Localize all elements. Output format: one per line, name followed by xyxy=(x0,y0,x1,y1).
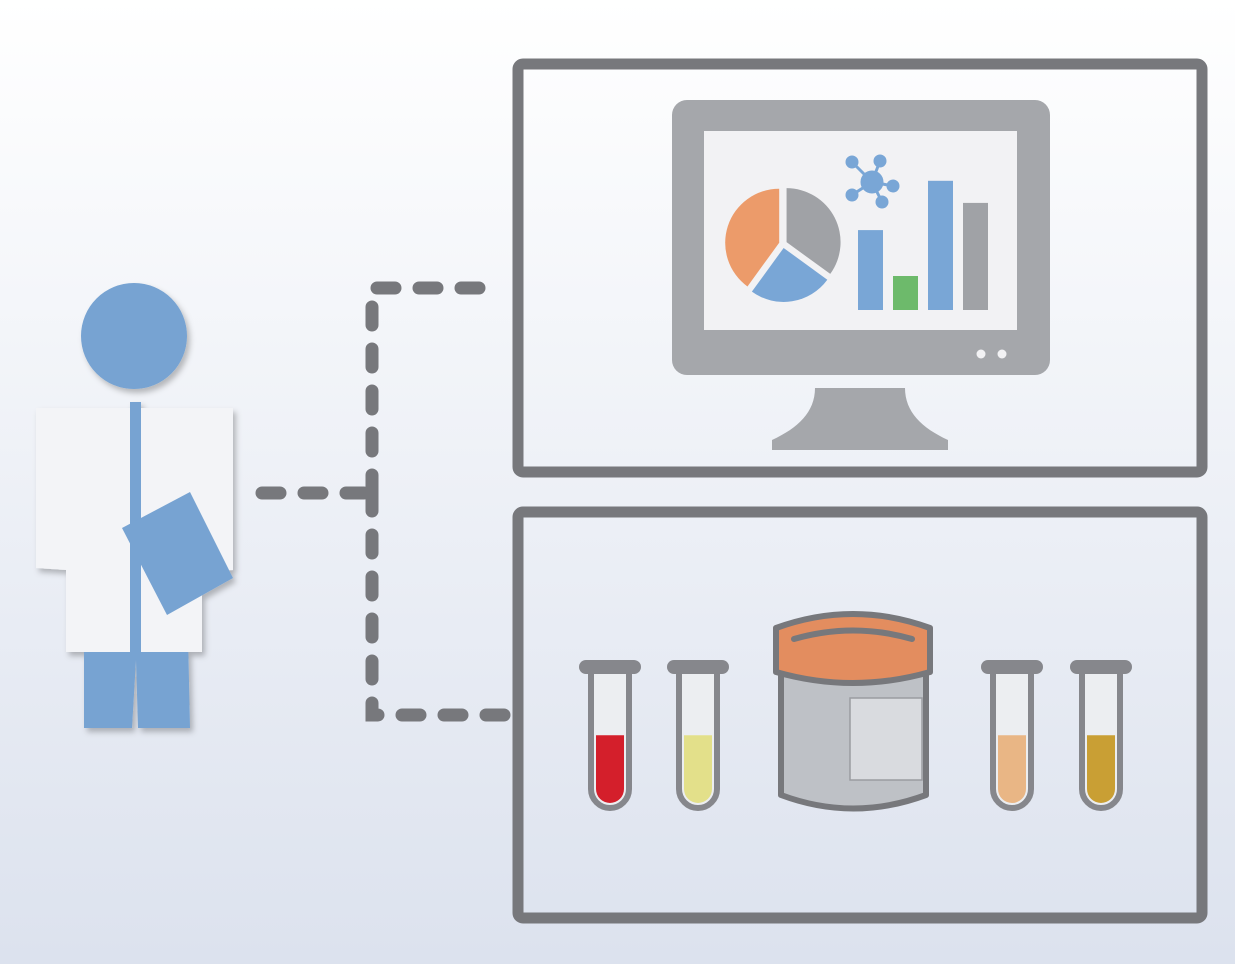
connector-lines xyxy=(255,281,519,722)
connector-to-monitor-panel xyxy=(365,281,505,500)
specimen-jar-icon xyxy=(773,611,933,812)
tube-fluid xyxy=(596,735,624,803)
tube-fluid xyxy=(684,735,712,803)
bar-chart-icon xyxy=(858,180,988,310)
tube-cap xyxy=(981,660,1043,674)
tube-cap xyxy=(667,660,729,674)
test-tube-icon xyxy=(1070,660,1132,811)
monitor-stand xyxy=(772,388,948,450)
bar xyxy=(963,202,988,310)
tube-fluid xyxy=(998,735,1026,803)
bar xyxy=(928,180,953,310)
doctor-with-clipboard-icon xyxy=(36,283,233,728)
jar-label xyxy=(849,697,923,781)
jar-lid xyxy=(773,611,933,686)
specimen-panel xyxy=(512,506,1208,924)
network-node-icon xyxy=(845,154,900,209)
bar xyxy=(893,276,918,310)
computer-monitor-icon xyxy=(672,100,1050,450)
test-tube-icon xyxy=(667,660,729,811)
pie-slice xyxy=(725,188,780,287)
pie-chart-icon xyxy=(725,188,841,302)
monitor-indicator-left xyxy=(976,349,986,359)
connector-to-specimen-panel xyxy=(365,486,519,722)
monitor-panel xyxy=(512,58,1208,478)
test-tube-icon xyxy=(579,660,641,811)
tube-cap xyxy=(1070,660,1132,674)
monitor-indicator-right xyxy=(997,349,1007,359)
bar xyxy=(858,230,883,310)
tube-fluid xyxy=(1087,735,1115,803)
person-legs xyxy=(84,635,190,728)
tube-cap xyxy=(579,660,641,674)
jar-lid-rim xyxy=(791,627,915,642)
clipboard xyxy=(122,492,233,615)
person-head xyxy=(81,283,187,389)
pie-slice xyxy=(751,247,828,302)
test-tubes xyxy=(579,660,1132,811)
pie-slice xyxy=(786,188,841,274)
test-tube-icon xyxy=(981,660,1043,811)
